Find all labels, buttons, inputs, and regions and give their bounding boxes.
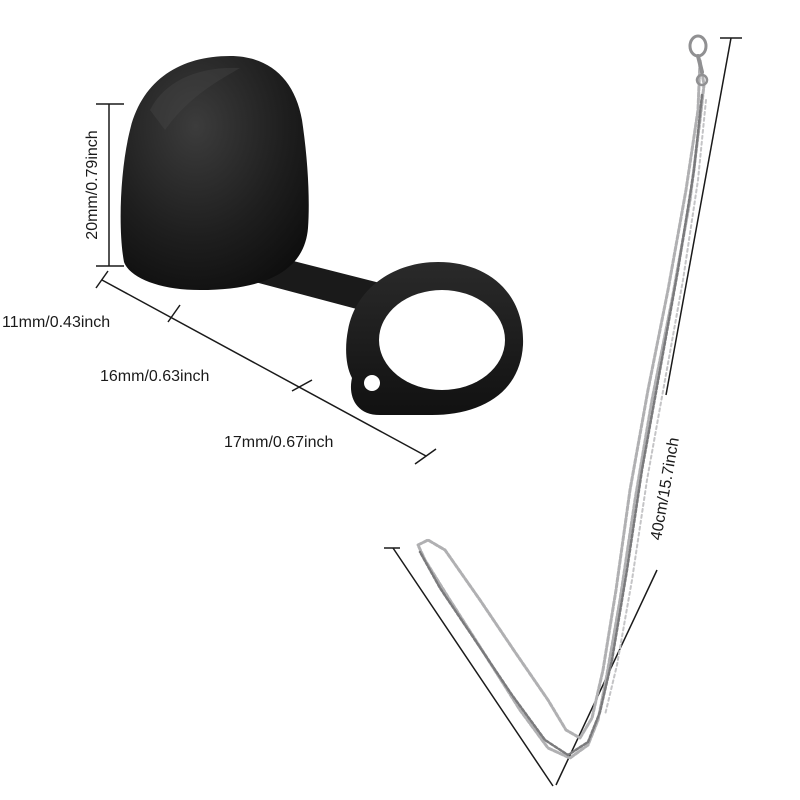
- chain-length-dimension-line: [384, 37, 742, 787]
- height-dimension-label: 20mm/0.79inch: [84, 130, 101, 240]
- width-b-dimension-label: 16mm/0.63inch: [100, 368, 210, 385]
- depth-dimension-line: [95, 270, 437, 465]
- width-c-dimension-label: 17mm/0.67inch: [224, 434, 334, 451]
- silicone-ring: [346, 262, 524, 415]
- height-dimension-line: [96, 103, 124, 267]
- stainless-chain: [416, 34, 709, 760]
- width-a-dimension-label: 11mm/0.43inch: [2, 314, 111, 331]
- silicone-cap: [120, 56, 309, 290]
